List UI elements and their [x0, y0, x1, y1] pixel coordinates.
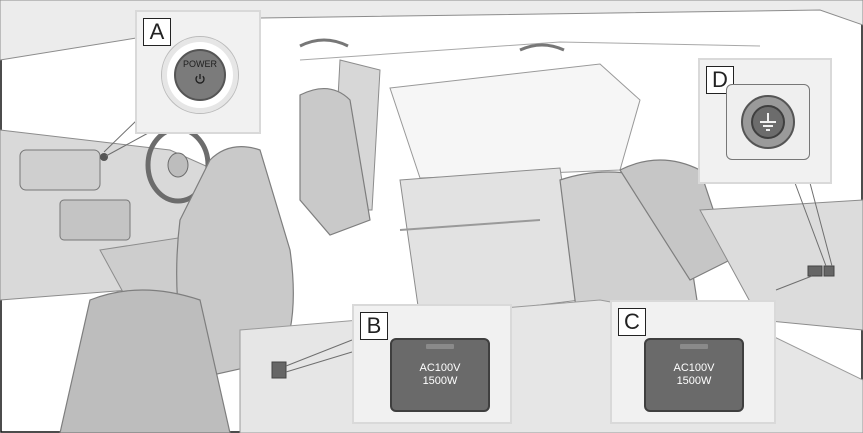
outlet-voltage: AC100V	[392, 362, 488, 375]
callout-b: B AC100V 1500W	[352, 304, 512, 424]
outlet-rating: AC100V 1500W	[646, 362, 742, 388]
power-button: POWER	[161, 36, 239, 114]
ac-outlet-cover: AC100V 1500W	[390, 338, 490, 412]
outlet-voltage: AC100V	[646, 362, 742, 375]
callout-c: C AC100V 1500W	[610, 300, 776, 424]
callout-letter-b: B	[360, 312, 388, 340]
outlet-cover-tab	[680, 344, 708, 349]
callout-d: D	[698, 58, 832, 184]
power-icon	[194, 73, 206, 85]
power-button-face: POWER	[174, 49, 226, 101]
callout-a: A POWER	[135, 10, 261, 134]
callout-letter-c: C	[618, 308, 646, 336]
outlet-cover-tab	[426, 344, 454, 349]
callout-letter-a: A	[143, 18, 171, 46]
outlet-wattage: 1500W	[392, 375, 488, 388]
outlet-wattage: 1500W	[646, 375, 742, 388]
ground-terminal-plate	[726, 84, 810, 160]
ground-terminal-icon	[738, 92, 798, 152]
ac-outlet-cover: AC100V 1500W	[644, 338, 744, 412]
outlet-rating: AC100V 1500W	[392, 362, 488, 388]
power-button-label: POWER	[176, 59, 224, 69]
